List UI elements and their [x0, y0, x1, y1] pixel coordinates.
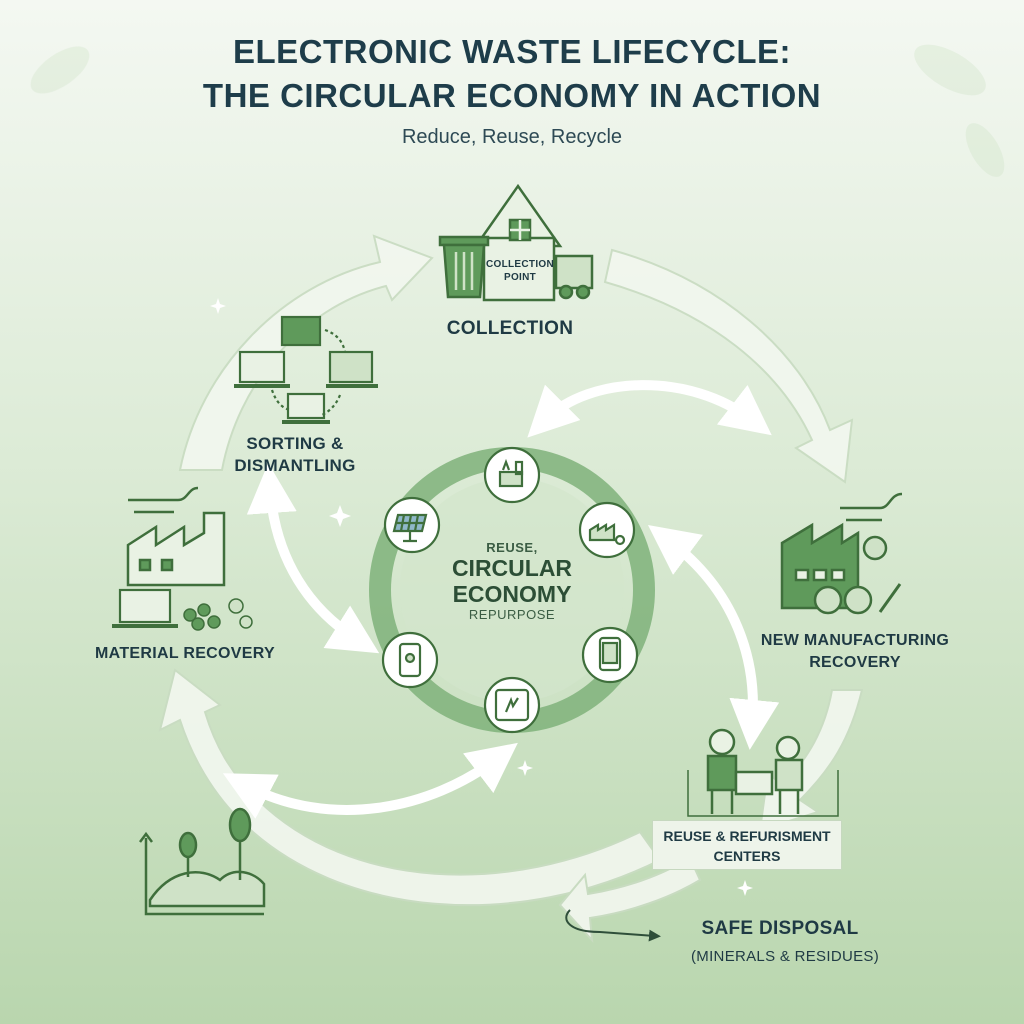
trash-bin-icon [438, 235, 490, 299]
new-manufacturing-label: NEW MANUFACTURING RECOVERY [760, 632, 950, 671]
arrow-to-disposal [558, 856, 702, 943]
disposal-arrow-icon [565, 909, 661, 942]
arrow-to-material-recovery [158, 668, 662, 907]
title-line-2: THE CIRCULAR ECONOMY IN ACTION [202, 77, 822, 114]
double-arrow-bottom [222, 742, 518, 819]
subtitle: Reduce, Reuse, Recycle [401, 126, 623, 148]
solar-panel-icon [383, 496, 441, 554]
double-arrow-top [527, 380, 772, 438]
landscape-icon [139, 807, 266, 916]
reuse-centers-label-2: CENTERS [713, 848, 781, 864]
center-main-1: CIRCULAR [451, 555, 573, 581]
sorting-label: SORTING & DISMANTLING [234, 434, 356, 475]
factory-node-icon [483, 446, 541, 504]
center-bottom-text: REPURPOSE [468, 607, 556, 622]
truck-icon [554, 254, 594, 300]
house-icon [473, 183, 563, 302]
reuse-centers-box: REUSE & REFURISMENT CENTERS [652, 820, 842, 870]
double-arrow-right [647, 525, 780, 750]
arrow-to-collection [178, 234, 434, 471]
gears-icon [813, 535, 902, 615]
mobile-phone-icon [581, 626, 639, 684]
collection-label: COLLECTION [446, 318, 574, 339]
double-arrow-left [246, 463, 380, 654]
material-recovery-label: MATERIAL RECOVERY [95, 645, 275, 662]
title-block: ELECTRONIC WASTE LIFECYCLE: THE CIRCULAR… [0, 30, 1024, 149]
reuse-centers-label-1: REUSE & REFURISMENT [663, 828, 831, 844]
factory-icon [126, 486, 226, 587]
manufacturing-factory-icon [780, 492, 903, 610]
collection-point-label: COLLECTION POINT [486, 259, 554, 283]
inner-arrows [222, 380, 780, 819]
tablet-icon [483, 676, 541, 734]
outer-cycle-arrows [158, 234, 864, 943]
safe-disposal-sub-label: (MINERALS & RESIDUES) [691, 948, 879, 965]
center-text: REUSE, CIRCULAR ECONOMY REPURPOSE [420, 540, 604, 622]
smartphone-icon [381, 631, 439, 689]
workers-icon [687, 728, 839, 817]
arrow-to-manufacturing [603, 248, 854, 484]
center-main-2: ECONOMY [452, 581, 572, 607]
sparkle-icon [210, 298, 753, 896]
safe-disposal-label: SAFE DISPOSAL [701, 918, 859, 939]
laptop-cycle-icon [234, 315, 378, 424]
title-line-1: ELECTRONIC WASTE LIFECYCLE: [233, 33, 791, 70]
industry-node-icon [578, 501, 636, 559]
center-top-text: REUSE, [486, 540, 538, 555]
leaf-decoration-icon [30, 44, 1005, 177]
laptop-icon [112, 588, 178, 628]
materials-pile-icon [183, 598, 253, 631]
